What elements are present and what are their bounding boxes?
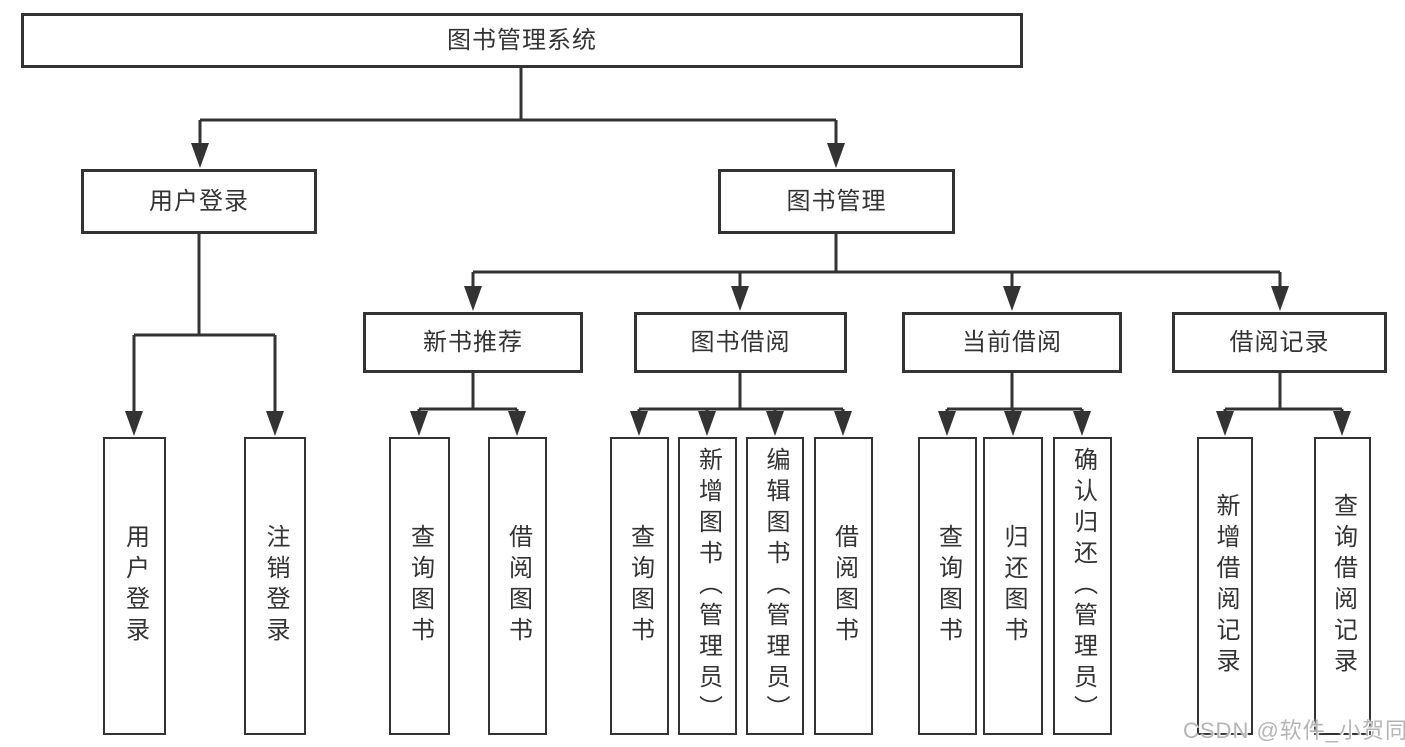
arrowhead-icon: [1216, 411, 1234, 436]
connector-book-borrowing-to-leaves: [637, 373, 845, 412]
node-new-book-recommendation: 新书推荐: [363, 312, 583, 373]
arrowhead-icon: [630, 411, 648, 436]
arrowhead-icon: [191, 143, 209, 168]
arrowhead-icon: [938, 411, 956, 436]
arrowhead-icon: [731, 286, 749, 311]
connector-new-book-recommendation-to-leaves: [417, 373, 519, 412]
connector-root-to-level2: [198, 68, 838, 145]
node-borrowing-records: 借阅记录: [1172, 312, 1387, 373]
node-book-borrowing: 图书借阅: [634, 312, 847, 373]
leaf-borrow-books-recommend: 借阅图书: [488, 437, 547, 735]
leaf-query-books-recommend: 查询图书: [389, 437, 450, 735]
connector-book-management-to-level3: [471, 234, 1282, 288]
node-current-borrowing: 当前借阅: [902, 312, 1122, 373]
connector-borrowing-records-to-leaves: [1223, 373, 1344, 412]
arrowhead-icon: [464, 286, 482, 311]
node-book-management: 图书管理: [718, 169, 955, 234]
leaf-query-books-current: 查询图书: [918, 437, 977, 735]
arrowhead-icon: [766, 411, 784, 436]
arrowhead-icon: [410, 411, 428, 436]
leaf-logout: 注销登录: [244, 437, 306, 735]
leaf-borrow-books-borrowing: 借阅图书: [814, 437, 873, 735]
arrowhead-icon: [125, 411, 143, 436]
connector-user-login-to-leaves: [132, 234, 277, 413]
leaf-return-books: 归还图书: [983, 437, 1043, 735]
node-library-management-system: 图书管理系统: [21, 13, 1023, 68]
arrowhead-icon: [1271, 286, 1289, 311]
leaf-user-login: 用户登录: [103, 437, 166, 735]
leaf-edit-book-admin: 编辑图书（管理员）: [746, 437, 804, 735]
leaf-confirm-return-admin: 确认归还（管理员）: [1053, 437, 1112, 735]
arrowhead-icon: [508, 411, 526, 436]
leaf-query-books-borrowing: 查询图书: [610, 437, 669, 735]
arrowhead-icon: [1073, 411, 1091, 436]
arrowhead-icon: [1333, 411, 1351, 436]
watermark: CSDN @软件_小贺同学: [1183, 718, 1405, 743]
leaf-query-borrow-record: 查询借阅记录: [1314, 437, 1371, 735]
leaf-add-borrow-record: 新增借阅记录: [1197, 437, 1253, 735]
arrowhead-icon: [827, 143, 845, 168]
arrowhead-icon: [1003, 286, 1021, 311]
node-user-login: 用户登录: [81, 169, 317, 234]
arrowhead-icon: [698, 411, 716, 436]
arrowhead-icon: [266, 411, 284, 436]
connector-current-borrowing-to-leaves: [945, 373, 1084, 412]
leaf-add-book-admin: 新增图书（管理员）: [678, 437, 737, 735]
arrowhead-icon: [1004, 411, 1022, 436]
arrowhead-icon: [834, 411, 852, 436]
